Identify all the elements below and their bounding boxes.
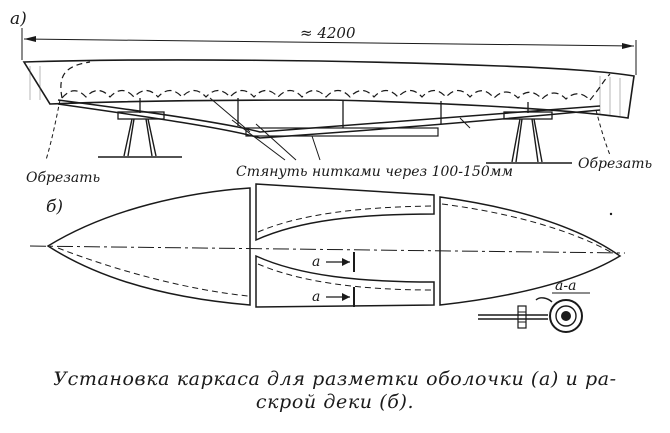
trestle-right bbox=[486, 111, 572, 164]
caption-line-2: скрой деки (б). bbox=[255, 391, 415, 413]
section-marker-upper: а bbox=[312, 252, 355, 272]
svg-text:а: а bbox=[312, 254, 320, 270]
svg-text:а: а bbox=[312, 289, 320, 305]
deck-piece-right bbox=[439, 196, 622, 306]
dimension-arrow-right bbox=[622, 43, 634, 49]
length-dimension: ≈ 4200 bbox=[21, 24, 637, 75]
part-b-label: б) bbox=[46, 197, 63, 217]
caption-line-1: Установка каркаса для разметки оболочки … bbox=[53, 368, 617, 390]
trim-label-left: Обрезать bbox=[26, 170, 100, 186]
section-view-a-a: а-а bbox=[478, 278, 590, 333]
section-view-label: а-а bbox=[555, 278, 576, 294]
shell-fabric bbox=[22, 59, 635, 119]
frame-rails bbox=[57, 97, 601, 139]
length-value: ≈ 4200 bbox=[300, 24, 356, 42]
center-line bbox=[29, 245, 626, 254]
dimension-arrow-left bbox=[24, 36, 36, 42]
section-marker-lower: а bbox=[312, 287, 355, 307]
trestle-left bbox=[98, 111, 182, 158]
stitch-note: Стянуть нитками через 100-150мм bbox=[236, 164, 513, 180]
deck-strip-upper bbox=[255, 183, 435, 242]
frame-setup-view: а) ≈ 4200 bbox=[10, 9, 652, 186]
trim-label-right: Обрезать bbox=[578, 156, 652, 172]
trim-line-left bbox=[45, 99, 61, 161]
figure-caption: Установка каркаса для разметки оболочки … bbox=[0, 368, 670, 414]
part-a-label: а) bbox=[10, 9, 27, 29]
deck-strip-lower bbox=[255, 254, 435, 308]
deck-pattern-view: б) а а а-а bbox=[29, 183, 626, 333]
center-board bbox=[245, 127, 439, 137]
deck-piece-left bbox=[46, 187, 251, 306]
trim-line-right bbox=[595, 109, 611, 156]
